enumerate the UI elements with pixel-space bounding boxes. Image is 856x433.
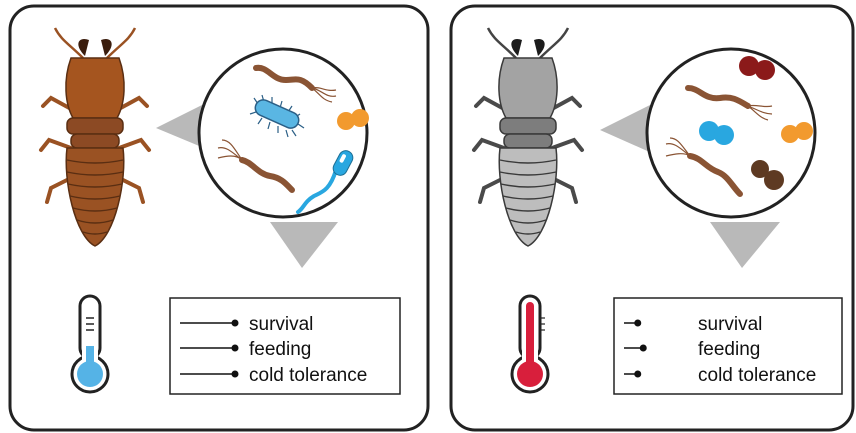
legend-right-cold-tolerance-label: cold tolerance (698, 365, 816, 386)
legend-box-right: survival feeding cold tolerance (614, 298, 842, 394)
legend-right-survival-label: survival (698, 314, 762, 335)
zoom-pointer-bottom (710, 222, 780, 268)
legend-left-feeding-label: feeding (249, 339, 311, 360)
legend-left-cold-tolerance-label: cold tolerance (249, 365, 367, 386)
legend-right-2-dot (634, 371, 641, 378)
legend-left-1-dot (232, 345, 239, 352)
panel-right: survival feeding cold tolerance (451, 6, 853, 430)
zoom-pointer-bottom (270, 222, 338, 268)
panel-left: survival feeding cold tolerance (10, 6, 428, 430)
termite-brown-illustration (41, 28, 149, 246)
legend-left-2-dot (232, 371, 239, 378)
thermometer-cold-icon (72, 296, 108, 392)
termite-gray-illustration (474, 28, 582, 246)
legend-box-left: survival feeding cold tolerance (170, 298, 400, 394)
microbiome-magnifier (199, 49, 367, 217)
legend-right-feeding-label: feeding (698, 339, 760, 360)
legend-right-1-dot (640, 345, 647, 352)
thermometer-hot-icon (512, 296, 548, 392)
legend-left-0-dot (232, 320, 239, 327)
legend-right-0-dot (634, 320, 641, 327)
legend-left-survival-label: survival (249, 314, 313, 335)
